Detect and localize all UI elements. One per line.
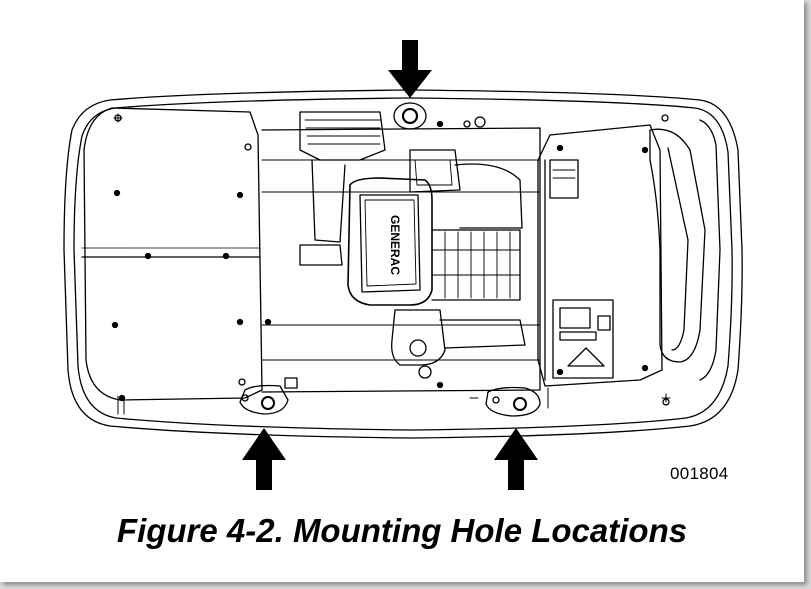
mounting-hole-bottom-right: [485, 386, 541, 417]
muffler-bellows: [299, 111, 386, 266]
enclosure-outline: [63, 89, 743, 439]
arrow-bottom-right: [494, 428, 538, 490]
right-handle: [649, 114, 721, 406]
right-panel: [537, 124, 663, 387]
mounting-hole-bottom-left: [239, 384, 289, 415]
document-page: GENERAC: [0, 0, 804, 582]
figure-caption: Figure 4-2. Mounting Hole Locations: [116, 512, 688, 549]
engine: GENERAC: [347, 149, 526, 379]
left-panel: [81, 107, 263, 415]
base-frame: [261, 127, 541, 393]
hardware-details: [264, 116, 549, 409]
drawing-number: 001804: [670, 464, 729, 483]
mounting-hole-top: [393, 102, 427, 130]
arrow-top: [388, 40, 432, 98]
enclosure-inner-outline: [73, 97, 733, 431]
engine-brand-label: GENERAC: [388, 215, 402, 275]
generator-top-view-drawing: GENERAC: [63, 40, 743, 490]
arrow-bottom-left: [242, 428, 286, 490]
